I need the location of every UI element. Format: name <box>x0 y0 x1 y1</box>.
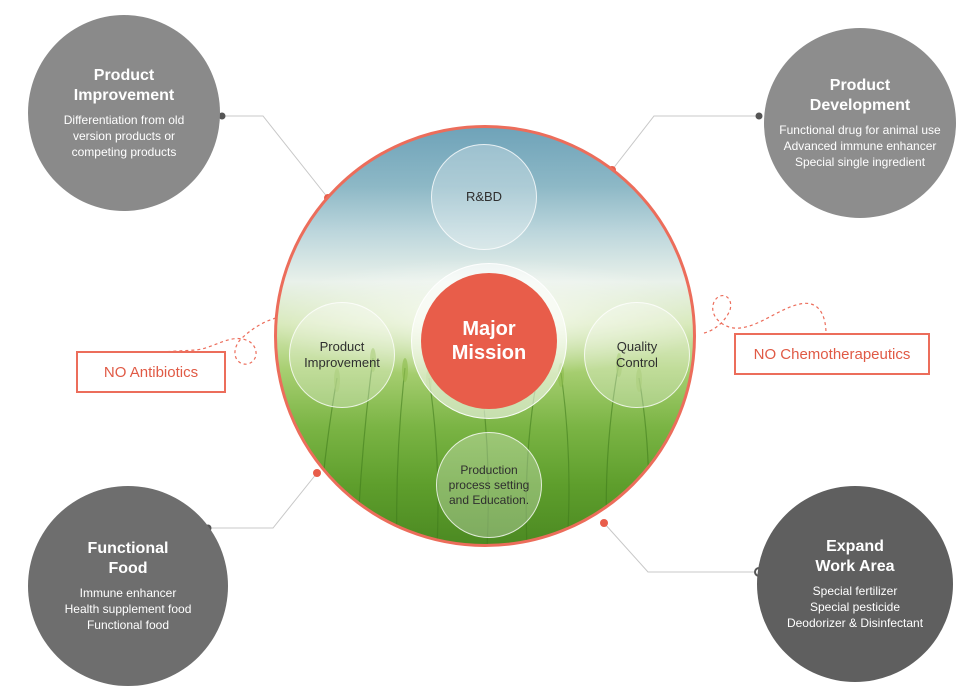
description-line: Deodorizer & Disinfectant <box>786 616 924 630</box>
circle-product-improvement-title: Product Improvement <box>74 66 174 106</box>
curl-right <box>703 294 827 335</box>
center-label: Mission <box>451 342 527 364</box>
satellite-label: Product <box>319 339 365 354</box>
circle-product-development: Product Development Functional drug for … <box>764 28 956 218</box>
tag-label: NO Antibiotics <box>103 363 199 381</box>
connector-top-right <box>611 115 759 171</box>
description-line: Functional food <box>86 618 170 632</box>
circle-expand-work-area: Expand Work Area Special fertilizer Spec… <box>757 486 953 682</box>
title-line: Product <box>829 77 891 94</box>
tag-no-antibiotics: NO Antibiotics <box>76 351 226 393</box>
satellite-label: Improvement <box>304 355 380 370</box>
circle-product-development-title: Product Development <box>810 76 910 116</box>
title-line: Development <box>809 97 911 114</box>
connector-dot-bl-hub <box>313 469 321 477</box>
connector-bottom-left <box>208 472 318 529</box>
satellite-label: R&BD <box>465 189 503 204</box>
title-line: Improvement <box>73 87 175 104</box>
satellite-label: and Education. <box>448 492 530 507</box>
circle-functional-food: Functional Food Immune enhancer Health s… <box>28 486 228 686</box>
title-line: Work Area <box>815 558 895 575</box>
tag-label: NO Chemotherapeutics <box>753 345 911 363</box>
description-line: Advanced immune enhancer <box>783 139 937 153</box>
curl-left <box>159 317 277 365</box>
connector-bottom-right <box>603 522 759 573</box>
description-line: Immune enhancer <box>79 586 177 600</box>
title-line: Product <box>93 67 155 84</box>
satellite-quality-control: Quality Control <box>584 302 690 408</box>
satellite-label: Quality <box>616 339 658 354</box>
description-line: Functional drug for animal use <box>779 123 941 137</box>
description-line: Special fertilizer <box>812 584 898 598</box>
title-line: Food <box>108 560 148 577</box>
tag-no-chemotherapeutics: NO Chemotherapeutics <box>734 333 930 375</box>
satellite-label: Production <box>460 462 518 477</box>
circle-expand-work-area-title: Expand Work Area <box>815 537 894 577</box>
title-line: Expand <box>826 538 884 555</box>
description-line: Special single ingredient <box>794 155 926 169</box>
description-line: version products or <box>72 129 176 143</box>
satellite-product-improvement: Product Improvement <box>289 302 395 408</box>
description-line: Differentiation from old <box>63 113 185 127</box>
satellite-label: process setting <box>448 477 530 492</box>
circle-product-improvement: Product Improvement Differentiation from… <box>28 15 220 211</box>
description-line: Health supplement food <box>64 602 192 616</box>
connector-dot-tl-outer <box>218 112 226 120</box>
center-major-mission: Major Mission <box>421 273 557 409</box>
description-line: competing products <box>71 145 177 159</box>
connector-dot-tr-outer <box>755 112 763 120</box>
center-label: Major <box>462 318 516 340</box>
satellite-rbd: R&BD <box>431 144 537 250</box>
circle-functional-food-title: Functional Food <box>88 539 169 579</box>
connector-top-left <box>222 115 329 199</box>
satellite-production-process: Production process setting and Education… <box>436 432 542 538</box>
description-line: Special pesticide <box>809 600 901 614</box>
title-line: Functional <box>87 540 169 557</box>
satellite-label: Control <box>616 355 658 370</box>
